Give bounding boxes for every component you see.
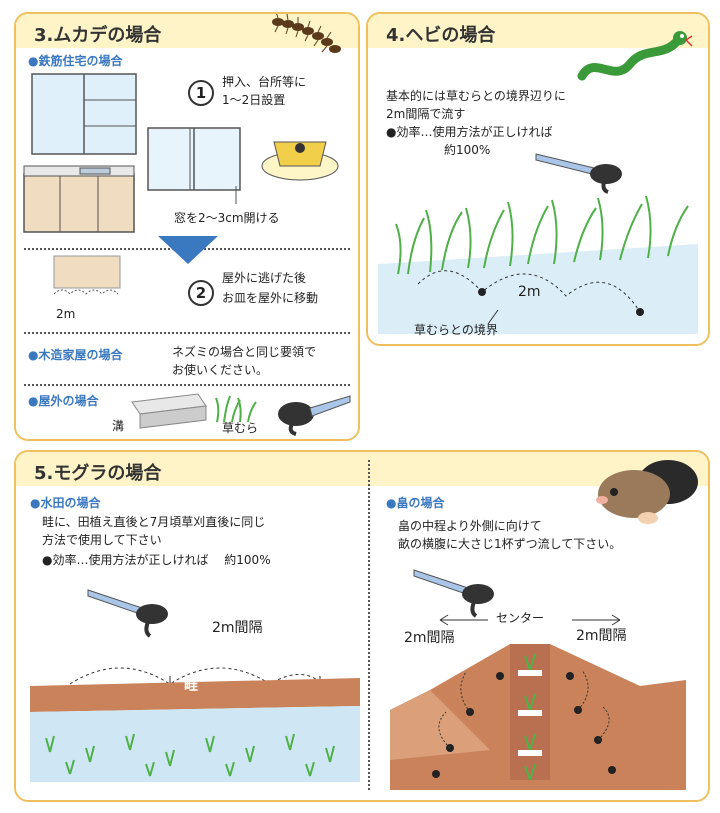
snake-header: 4.ヘビの場合 xyxy=(368,14,708,48)
snake-eff2: 約100% xyxy=(444,143,491,157)
field-line1: 畠の中程より外側に向けて xyxy=(398,519,542,533)
mole-header: 5.モグラの場合 xyxy=(16,452,708,486)
rc-house-label: ●鉄筋住宅の場合 xyxy=(28,54,123,68)
bait-spoon-icon xyxy=(413,569,494,618)
paddy-eff: ●効率…使用方法が正しければ 約100% xyxy=(42,553,271,567)
wood-house-label: ●木造家屋の場合 xyxy=(28,348,123,362)
snake-eff1: ●効率…使用方法が正しければ xyxy=(386,125,553,139)
window-illustration xyxy=(147,127,241,204)
bait-dish-icon xyxy=(261,141,339,181)
wood-house-line2: お使いください。 xyxy=(172,363,269,377)
divider xyxy=(368,460,370,790)
field-left-interval: 2m間隔 xyxy=(404,630,455,646)
snake-distance: 2m xyxy=(518,284,541,300)
centipede-header: 3.ムカデの場合 xyxy=(16,14,358,48)
window-note: 窓を2〜3cm開ける xyxy=(174,211,280,225)
step2-number: 2 xyxy=(188,280,214,306)
kitchen-illustration xyxy=(23,73,137,233)
paddy-interval: 2m間隔 xyxy=(212,620,263,636)
step2-line2: お皿を屋外に移動 xyxy=(222,291,319,305)
divider xyxy=(24,332,350,334)
snake-icon xyxy=(577,31,693,81)
field-illustration xyxy=(390,644,686,790)
paddy-label: ●水田の場合 xyxy=(30,496,101,510)
field-line2: 畝の横腹に大さじ1杯ずつ流して下さい。 xyxy=(398,537,622,551)
paddy-line1: 畦に、田植え直後と7月頃草刈直後に同じ xyxy=(42,515,266,529)
wood-house-line1: ネズミの場合と同じ要領で xyxy=(172,345,317,359)
mole-title: 5.モグラの場合 xyxy=(34,463,162,484)
snake-line1: 基本的には草むらとの境界辺りに xyxy=(386,89,566,103)
grass-boundary-illustration xyxy=(378,195,698,334)
centipede-distance: 2m xyxy=(56,307,76,321)
escape-path-illustration xyxy=(53,255,121,295)
mole-panel: 5.モグラの場合 ●水田の場合 畦に、田植え直後と7月頃草刈直後に同じ 方法で使… xyxy=(14,450,710,802)
paddy-line2: 方法で使用して下さい xyxy=(42,533,162,547)
down-arrow-icon xyxy=(158,236,218,264)
step1-line1: 押入、台所等に xyxy=(222,75,307,89)
boundary-label: 草むらとの境界 xyxy=(414,323,498,337)
field-right-interval: 2m間隔 xyxy=(576,628,627,644)
snake-panel: 4.ヘビの場合 基本的には草むらとの境界辺りに 2m間隔で流す ●効率…使用方法… xyxy=(366,12,710,346)
bait-spoon-icon xyxy=(535,153,622,194)
center-arrows xyxy=(439,614,621,626)
paddy-illustration xyxy=(30,667,360,782)
center-label: センター xyxy=(496,611,545,625)
grass-label: 草むら xyxy=(222,421,259,435)
step1-number: 1 xyxy=(188,80,214,106)
grass-icon xyxy=(215,395,257,423)
ridge-label: 畦 xyxy=(184,678,198,694)
ditch-illustration xyxy=(131,393,207,429)
centipede-icon xyxy=(272,14,341,53)
divider xyxy=(24,384,350,386)
snake-line2: 2m間隔で流す xyxy=(386,107,466,121)
step1-line2: 1〜2日設置 xyxy=(222,93,286,107)
mole-icon xyxy=(596,460,698,524)
step2-line1: 屋外に逃げた後 xyxy=(222,271,307,285)
bait-spoon-icon xyxy=(87,589,168,638)
snake-title: 4.ヘビの場合 xyxy=(386,25,496,46)
field-label: ●畠の場合 xyxy=(386,496,445,510)
outdoor-label: ●屋外の場合 xyxy=(28,394,99,408)
centipede-title: 3.ムカデの場合 xyxy=(34,25,162,46)
ditch-label: 溝 xyxy=(112,419,125,433)
centipede-panel: 3.ムカデの場合 ●鉄筋住宅の場合 1 押入、台所等に 1〜2日設置 xyxy=(14,12,360,441)
bait-spoon-icon xyxy=(278,395,351,436)
